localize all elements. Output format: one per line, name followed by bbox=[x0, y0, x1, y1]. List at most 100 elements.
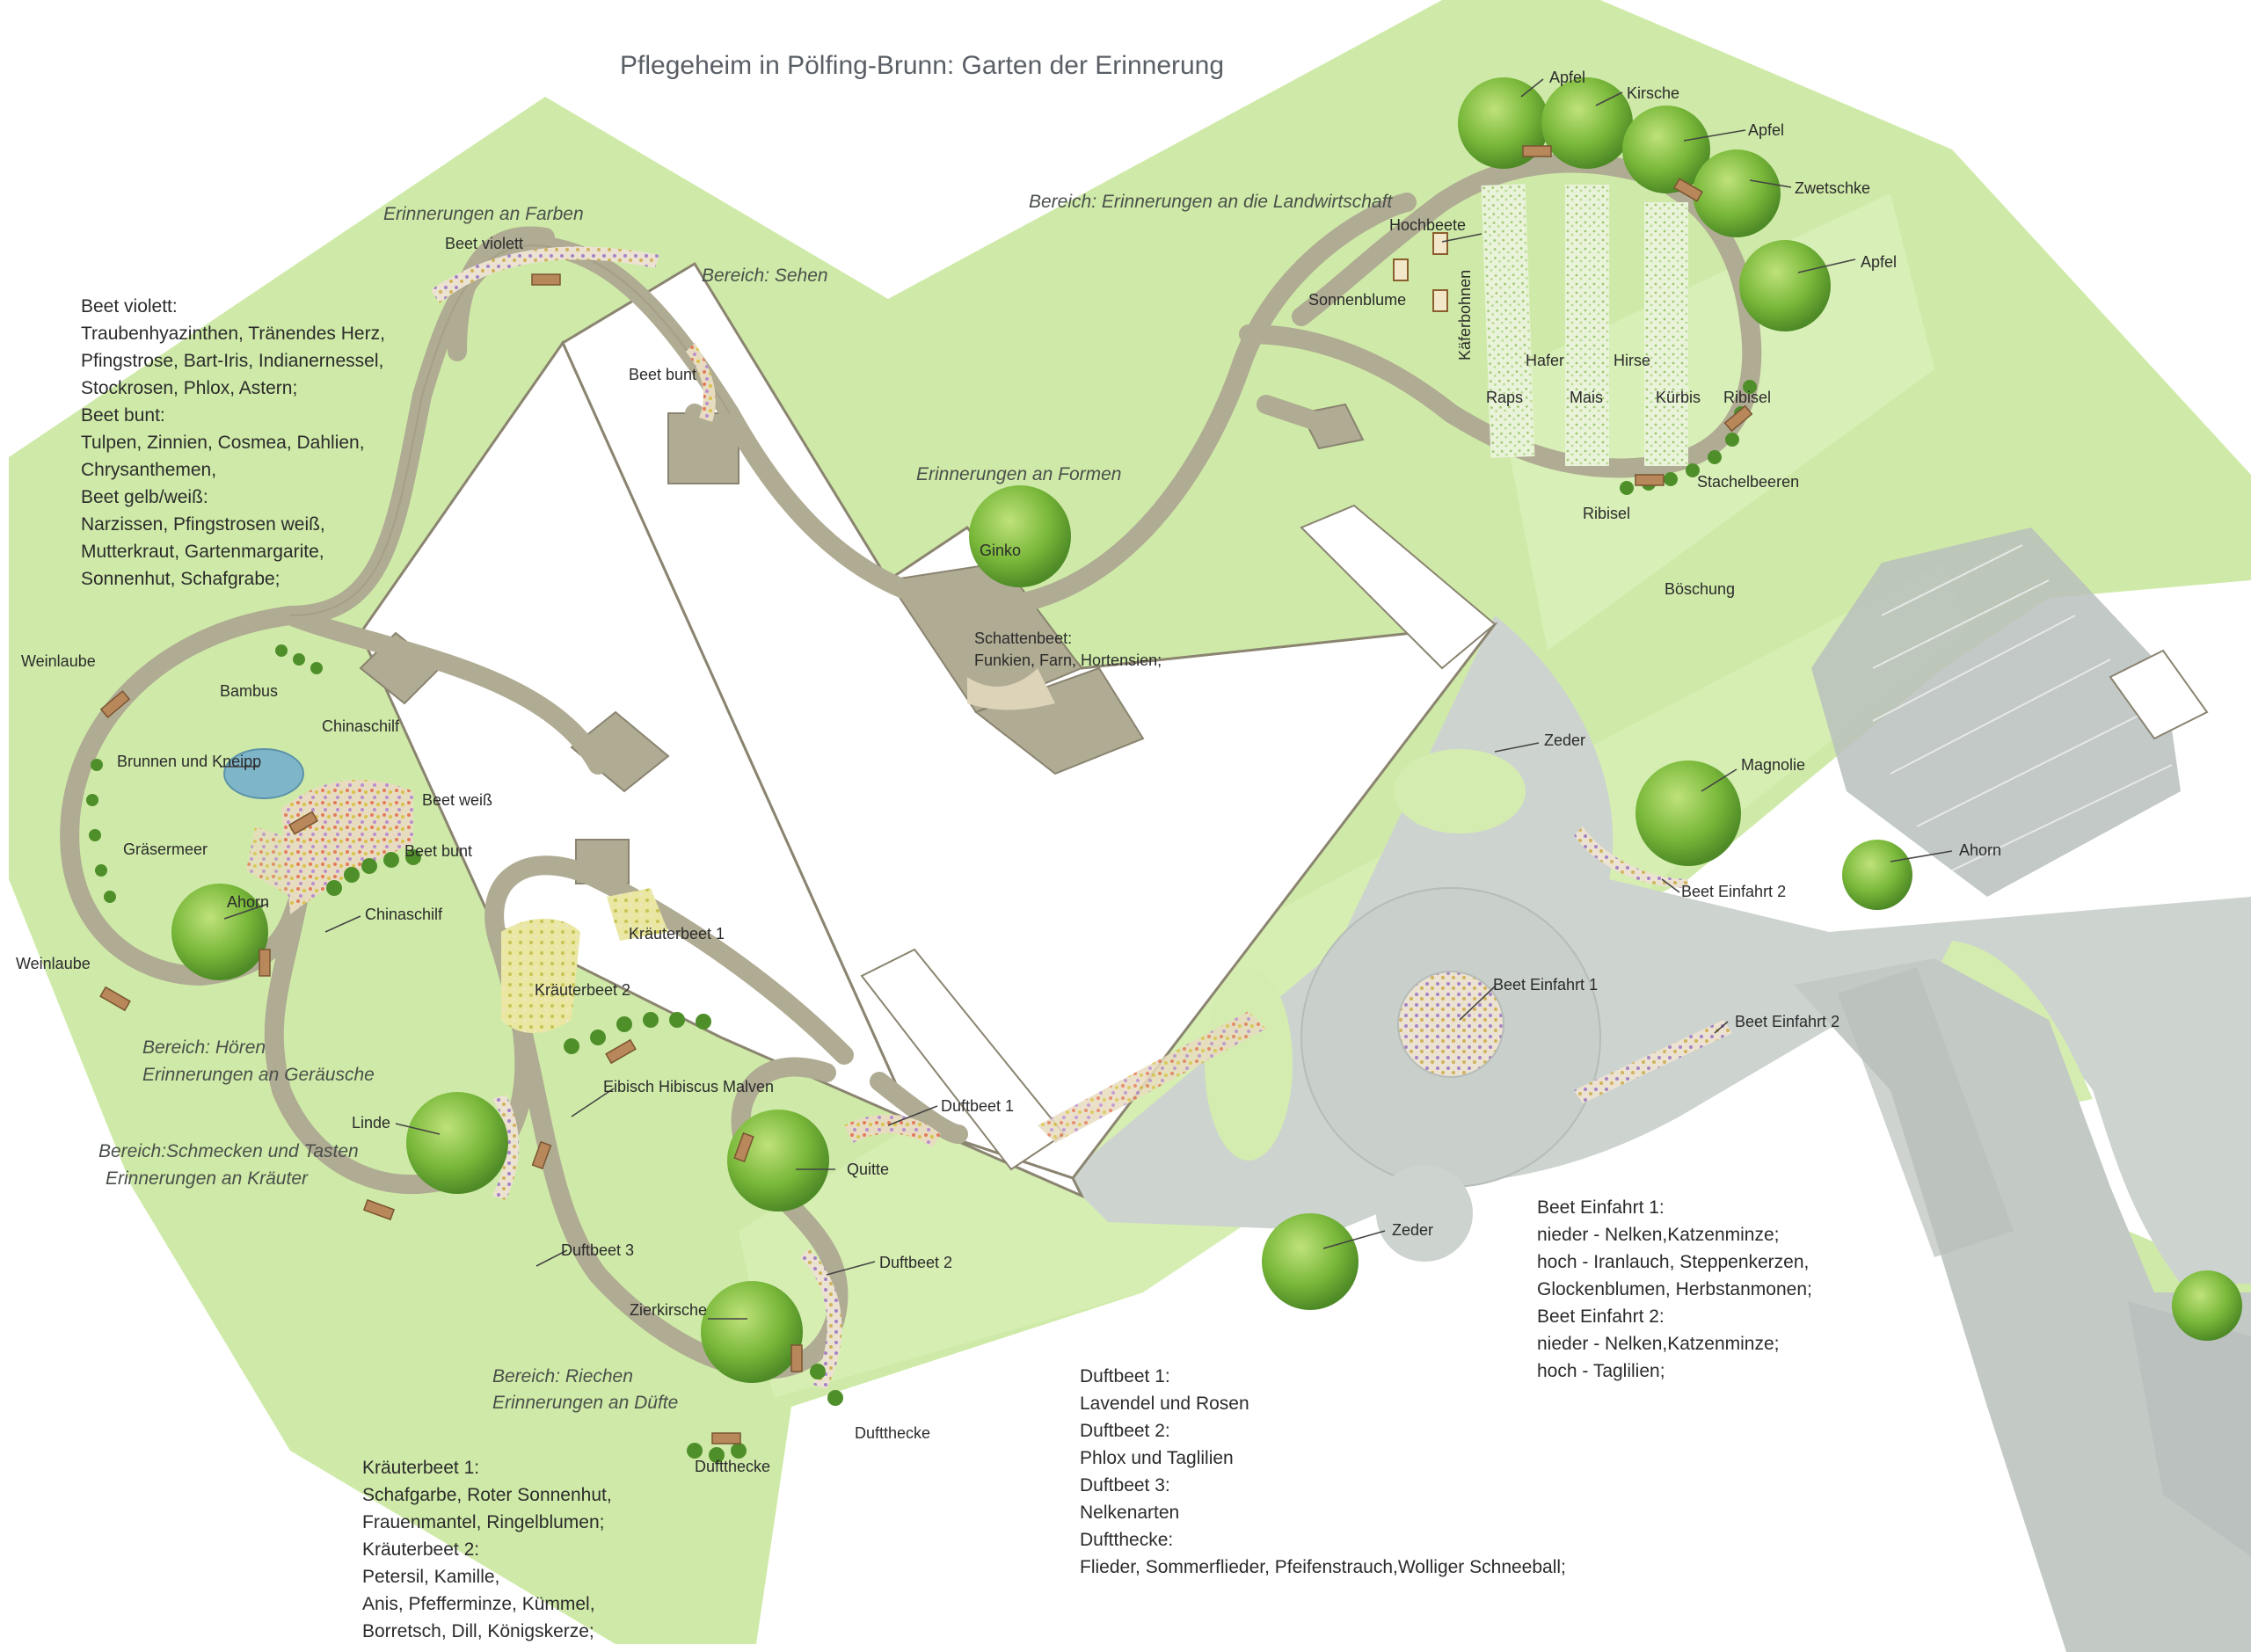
parking bbox=[1811, 528, 2251, 1556]
tree-ginko bbox=[969, 485, 1071, 587]
label-zierkirsche: Zierkirsche bbox=[630, 1301, 707, 1319]
legend-kraeuterbeete: Kräuterbeet 1: Schafgarbe, Roter Sonnenhu… bbox=[362, 1454, 612, 1645]
label-kirsche: Kirsche bbox=[1627, 84, 1679, 102]
legend-line: nieder - Nelken,Katzenminze; bbox=[1537, 1334, 1780, 1354]
area-farben: Erinnerungen an Farben bbox=[383, 204, 584, 224]
label-duftbeet-1: Duftbeet 1 bbox=[941, 1097, 1014, 1115]
tree-magnolie bbox=[1635, 761, 1741, 866]
legend-line: Frauenmantel, Ringelblumen; bbox=[362, 1512, 605, 1532]
fountain-pool bbox=[223, 748, 304, 799]
legend-line: Flieder, Sommerflieder, Pfeifenstrauch,W… bbox=[1080, 1557, 1566, 1577]
label-sonnenblume: Sonnenblume bbox=[1308, 291, 1406, 309]
area-hoeren: Bereich: Hören bbox=[142, 1037, 266, 1058]
legend-line: Kräuterbeet 1: bbox=[362, 1458, 480, 1478]
legend-line: nieder - Nelken,Katzenminze; bbox=[1537, 1225, 1780, 1245]
label-eibisch: Eibisch Hibiscus Malven bbox=[603, 1078, 774, 1095]
legend-line: Duftbeet 1: bbox=[1080, 1366, 1170, 1386]
label-hafer: Hafer bbox=[1526, 352, 1564, 369]
legend-einfahrt: Beet Einfahrt 1:nieder - Nelken,Katzenmi… bbox=[1537, 1194, 1812, 1385]
legend-line: Narzissen, Pfingstrosen weiß, bbox=[81, 514, 325, 535]
legend-line: Schafgarbe, Roter Sonnenhut, bbox=[362, 1485, 612, 1505]
label-ginko: Ginko bbox=[980, 542, 1021, 559]
legend-line: Pfingstrose, Bart-Iris, Indianernessel, bbox=[81, 351, 384, 371]
label-ribisel-right: Ribisel bbox=[1723, 389, 1771, 406]
label-apfel-3: Apfel bbox=[1861, 253, 1897, 271]
area-geraeusche: Erinnerungen an Geräusche bbox=[142, 1065, 375, 1085]
legend-line: Duftthecke: bbox=[1080, 1530, 1174, 1550]
hedges bbox=[86, 380, 1757, 1463]
tree-kirsche bbox=[1541, 77, 1633, 169]
area-formen: Erinnerungen an Formen bbox=[916, 464, 1121, 484]
tree-ahorn-right bbox=[1842, 840, 1912, 910]
legend-line: hoch - Iranlauch, Steppenkerzen, bbox=[1537, 1252, 1810, 1272]
legend-line: Phlox und Taglilien bbox=[1080, 1448, 1234, 1468]
area-sehen: Bereich: Sehen bbox=[702, 266, 828, 286]
tree-apfel-3 bbox=[1739, 240, 1831, 331]
label-apfel-1: Apfel bbox=[1549, 69, 1585, 86]
label-linde: Linde bbox=[352, 1114, 390, 1132]
label-kraeuterbeet-1: Kräuterbeet 1 bbox=[629, 925, 725, 942]
label-ahorn-left: Ahorn bbox=[227, 893, 269, 911]
legend-line: Kräuterbeet 2: bbox=[362, 1539, 480, 1560]
legend-line: Beet Einfahrt 2: bbox=[1537, 1306, 1665, 1327]
benches bbox=[99, 145, 1753, 1445]
label-duftbeet-2: Duftbeet 2 bbox=[879, 1254, 952, 1271]
tree-ahorn-left bbox=[171, 884, 268, 980]
label-graesermeer: Gräsermeer bbox=[123, 841, 208, 858]
label-duftthecke-bottom: Duftthecke bbox=[695, 1458, 770, 1475]
legend-line: Glockenblumen, Herbstanmonen; bbox=[1537, 1279, 1812, 1299]
label-zwetschke: Zwetschke bbox=[1795, 179, 1870, 197]
legend-line: Traubenhyazinthen, Tränendes Herz, bbox=[81, 324, 385, 344]
label-beet-weiss: Beet weiß bbox=[422, 791, 492, 809]
label-beet-einfahrt-1: Beet Einfahrt 1 bbox=[1493, 976, 1598, 993]
label-schattenbeet-plants: Funkien, Farn, Hortensien; bbox=[974, 651, 1162, 669]
label-raps: Raps bbox=[1486, 389, 1523, 406]
label-chinaschilf-mid: Chinaschilf bbox=[365, 906, 443, 923]
label-beet-einfahrt-2b: Beet Einfahrt 2 bbox=[1735, 1013, 1839, 1030]
area-schmecken: Bereich:Schmecken und Tasten bbox=[98, 1141, 359, 1161]
page-title: Pflegeheim in Pölfing-Brunn: Garten der … bbox=[620, 51, 1224, 80]
legend-line: Beet gelb/weiß: bbox=[81, 487, 208, 507]
trees bbox=[171, 77, 2242, 1383]
legend-line: Duftbeet 3: bbox=[1080, 1475, 1170, 1496]
legend-line: Mutterkraut, Gartenmargarite, bbox=[81, 542, 324, 562]
tree-zierkirsche bbox=[701, 1281, 803, 1383]
label-zeder-top: Zeder bbox=[1544, 731, 1585, 749]
beds bbox=[246, 184, 1732, 1389]
label-duftbeet-3: Duftbeet 3 bbox=[561, 1241, 634, 1259]
legend-line: Petersil, Kamille, bbox=[362, 1567, 500, 1587]
label-magnolie: Magnolie bbox=[1741, 756, 1805, 774]
label-mais: Mais bbox=[1570, 389, 1603, 406]
legend-line: Stockrosen, Phlox, Astern; bbox=[81, 378, 298, 398]
area-landwirtschaft: Bereich: Erinnerungen an die Landwirtsch… bbox=[1029, 192, 1393, 212]
label-kuerbis: Kürbis bbox=[1656, 389, 1701, 406]
area-riechen: Bereich: Riechen bbox=[492, 1366, 633, 1386]
label-bambus: Bambus bbox=[220, 682, 278, 700]
legend-line: Beet bunt: bbox=[81, 405, 165, 426]
tree-zwetschke bbox=[1693, 149, 1781, 237]
tree-edge bbox=[2172, 1270, 2242, 1341]
area-duefte: Erinnerungen an Düfte bbox=[492, 1393, 678, 1413]
label-quitte: Quitte bbox=[847, 1161, 889, 1178]
label-weinlaube-top: Weinlaube bbox=[21, 652, 96, 670]
label-boeschung: Böschung bbox=[1665, 580, 1735, 598]
label-chinaschilf-top: Chinaschilf bbox=[322, 717, 400, 735]
legend-line: Tulpen, Zinnien, Cosmea, Dahlien, bbox=[81, 433, 365, 453]
label-beet-bunt-top: Beet bunt bbox=[629, 366, 696, 383]
legend-line: Borretsch, Dill, Königskerze; bbox=[362, 1621, 594, 1641]
area-labels: Erinnerungen an Farben Bereich: Sehen Be… bbox=[98, 192, 1393, 1413]
label-weinlaube-bottom: Weinlaube bbox=[16, 955, 91, 972]
legend-line: Sonnenhut, Schafgrabe; bbox=[81, 569, 280, 589]
legend-line: Nelkenarten bbox=[1080, 1503, 1180, 1523]
label-duftthecke-right: Duftthecke bbox=[855, 1424, 930, 1442]
label-zeder-bottom: Zeder bbox=[1392, 1221, 1433, 1239]
legend-line: hoch - Taglilien; bbox=[1537, 1361, 1665, 1381]
label-brunnen: Brunnen und Kneipp bbox=[117, 753, 261, 770]
area-kraeuter: Erinnerungen an Kräuter bbox=[106, 1168, 309, 1189]
label-beet-bunt-mid: Beet bunt bbox=[404, 842, 472, 860]
label-kraeuterbeet-2: Kräuterbeet 2 bbox=[535, 981, 630, 999]
tree-linde bbox=[406, 1092, 508, 1194]
legend-line: Anis, Pfefferminze, Kümmel, bbox=[362, 1594, 595, 1614]
